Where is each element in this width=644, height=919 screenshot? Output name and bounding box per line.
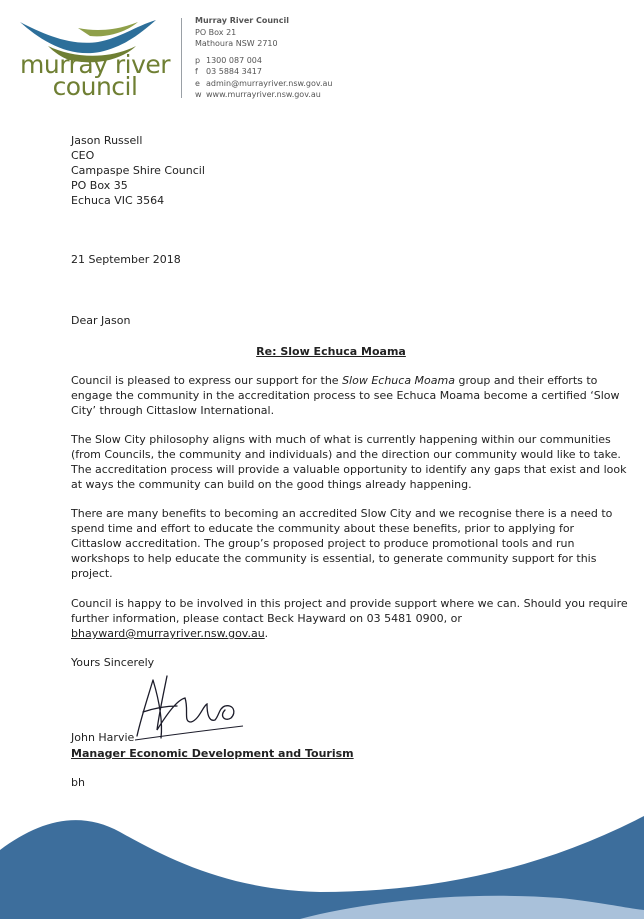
recipient-town: Echuca VIC 3564 — [71, 194, 165, 207]
paragraph-1-line-1: Council is pleased to express our suppor… — [71, 373, 597, 388]
paragraph-2-line: (from Councils, the community and indivi… — [71, 448, 621, 461]
closing: Yours Sincerely — [71, 656, 155, 669]
signer-name: John Harvie — [71, 731, 135, 744]
handwritten-signature — [134, 675, 244, 741]
salutation: Dear Jason — [71, 314, 131, 327]
paragraph-1: Council is pleased to express our suppor… — [71, 373, 620, 418]
org-name: Murray River Council — [195, 16, 289, 25]
logo-line-2: council — [52, 72, 138, 101]
paragraph-2-line: at ways the community can build on the g… — [71, 478, 472, 491]
phone-key: p — [195, 55, 201, 65]
contact-email-link[interactable]: bhayward@murrayriver.nsw.gov.au — [71, 627, 265, 640]
paragraph-3-line: project. — [71, 567, 113, 580]
typist-initials: bh — [71, 776, 85, 789]
paragraph-3: There are many benefits to becoming an a… — [71, 506, 613, 581]
paragraph-3-line: spend time and effort to educate the com… — [71, 522, 575, 535]
subject-line: Re: Slow Echuca Moama — [256, 345, 406, 358]
logo-wave-blue — [20, 20, 156, 54]
signer-title: Manager Economic Development and Tourism — [71, 747, 354, 760]
letterhead-contact: Murray River Council PO Box 21 Mathoura … — [195, 15, 332, 101]
paragraph-3-line: Cittaslow accreditation. The group’s pro… — [71, 537, 575, 550]
logo-line-1: murray river — [20, 50, 171, 79]
footer-wave — [0, 816, 644, 919]
fax-row: f 03 5884 3417 — [195, 66, 332, 78]
email-key: e — [195, 78, 200, 88]
logo-wordmark: murray river council — [20, 50, 171, 101]
recipient-box: PO Box 35 — [71, 179, 128, 192]
paragraph-4-line-1: Council is happy to be involved in this … — [71, 597, 628, 610]
council-logo — [20, 20, 156, 63]
recipient-role: CEO — [71, 149, 95, 162]
paragraph-4-line-2: further information, please contact Beck… — [71, 612, 462, 625]
fax-value: 03 5884 3417 — [206, 67, 262, 76]
phone-value: 1300 087 004 — [206, 55, 262, 65]
recipient-name: Jason Russell — [71, 134, 143, 147]
para1-group-name: Slow Echuca Moama — [342, 374, 455, 387]
paragraph-1-line-2: engage the community in the accreditatio… — [71, 389, 620, 402]
paragraph-1-line-3: City’ through Cittaslow International. — [71, 404, 275, 417]
paragraph-2: The Slow City philosophy aligns with muc… — [71, 432, 627, 492]
paragraph-3-line: workshops to help educate the community … — [71, 552, 597, 565]
address-line-2: Mathoura NSW 2710 — [195, 39, 278, 48]
paragraph-2-line: The accreditation process will provide a… — [71, 463, 627, 476]
web-key: w — [195, 90, 202, 99]
paragraph-2-line: The Slow City philosophy aligns with muc… — [71, 433, 611, 446]
paragraph-4: Council is happy to be involved in this … — [71, 596, 628, 641]
paragraph-4-line-3: bhayward@murrayriver.nsw.gov.au. — [71, 626, 591, 641]
web-value[interactable]: www.murrayriver.nsw.gov.au — [206, 90, 321, 99]
para1-text-a: Council is pleased to express our suppor… — [71, 374, 343, 387]
logo-wave-green — [48, 46, 136, 63]
phone-row: p 1300 087 004 — [195, 55, 332, 67]
recipient-org: Campaspe Shire Council — [71, 164, 205, 177]
email-value[interactable]: admin@murrayriver.nsw.gov.au — [206, 78, 333, 88]
fax-key: f — [195, 67, 198, 76]
web-row: w www.murrayriver.nsw.gov.au — [195, 89, 332, 101]
logo-wave-green-2 — [78, 22, 138, 37]
letter-date: 21 September 2018 — [71, 253, 181, 266]
recipient-address: Jason Russell CEO Campaspe Shire Council… — [71, 133, 205, 208]
address-line-1: PO Box 21 — [195, 27, 237, 37]
paragraph-3-line: There are many benefits to becoming an a… — [71, 507, 613, 520]
letterhead-divider — [181, 18, 182, 98]
para4-period: . — [264, 627, 269, 640]
email-row: e admin@murrayriver.nsw.gov.au — [195, 78, 332, 90]
para1-text-b: group and their efforts to — [454, 374, 598, 387]
